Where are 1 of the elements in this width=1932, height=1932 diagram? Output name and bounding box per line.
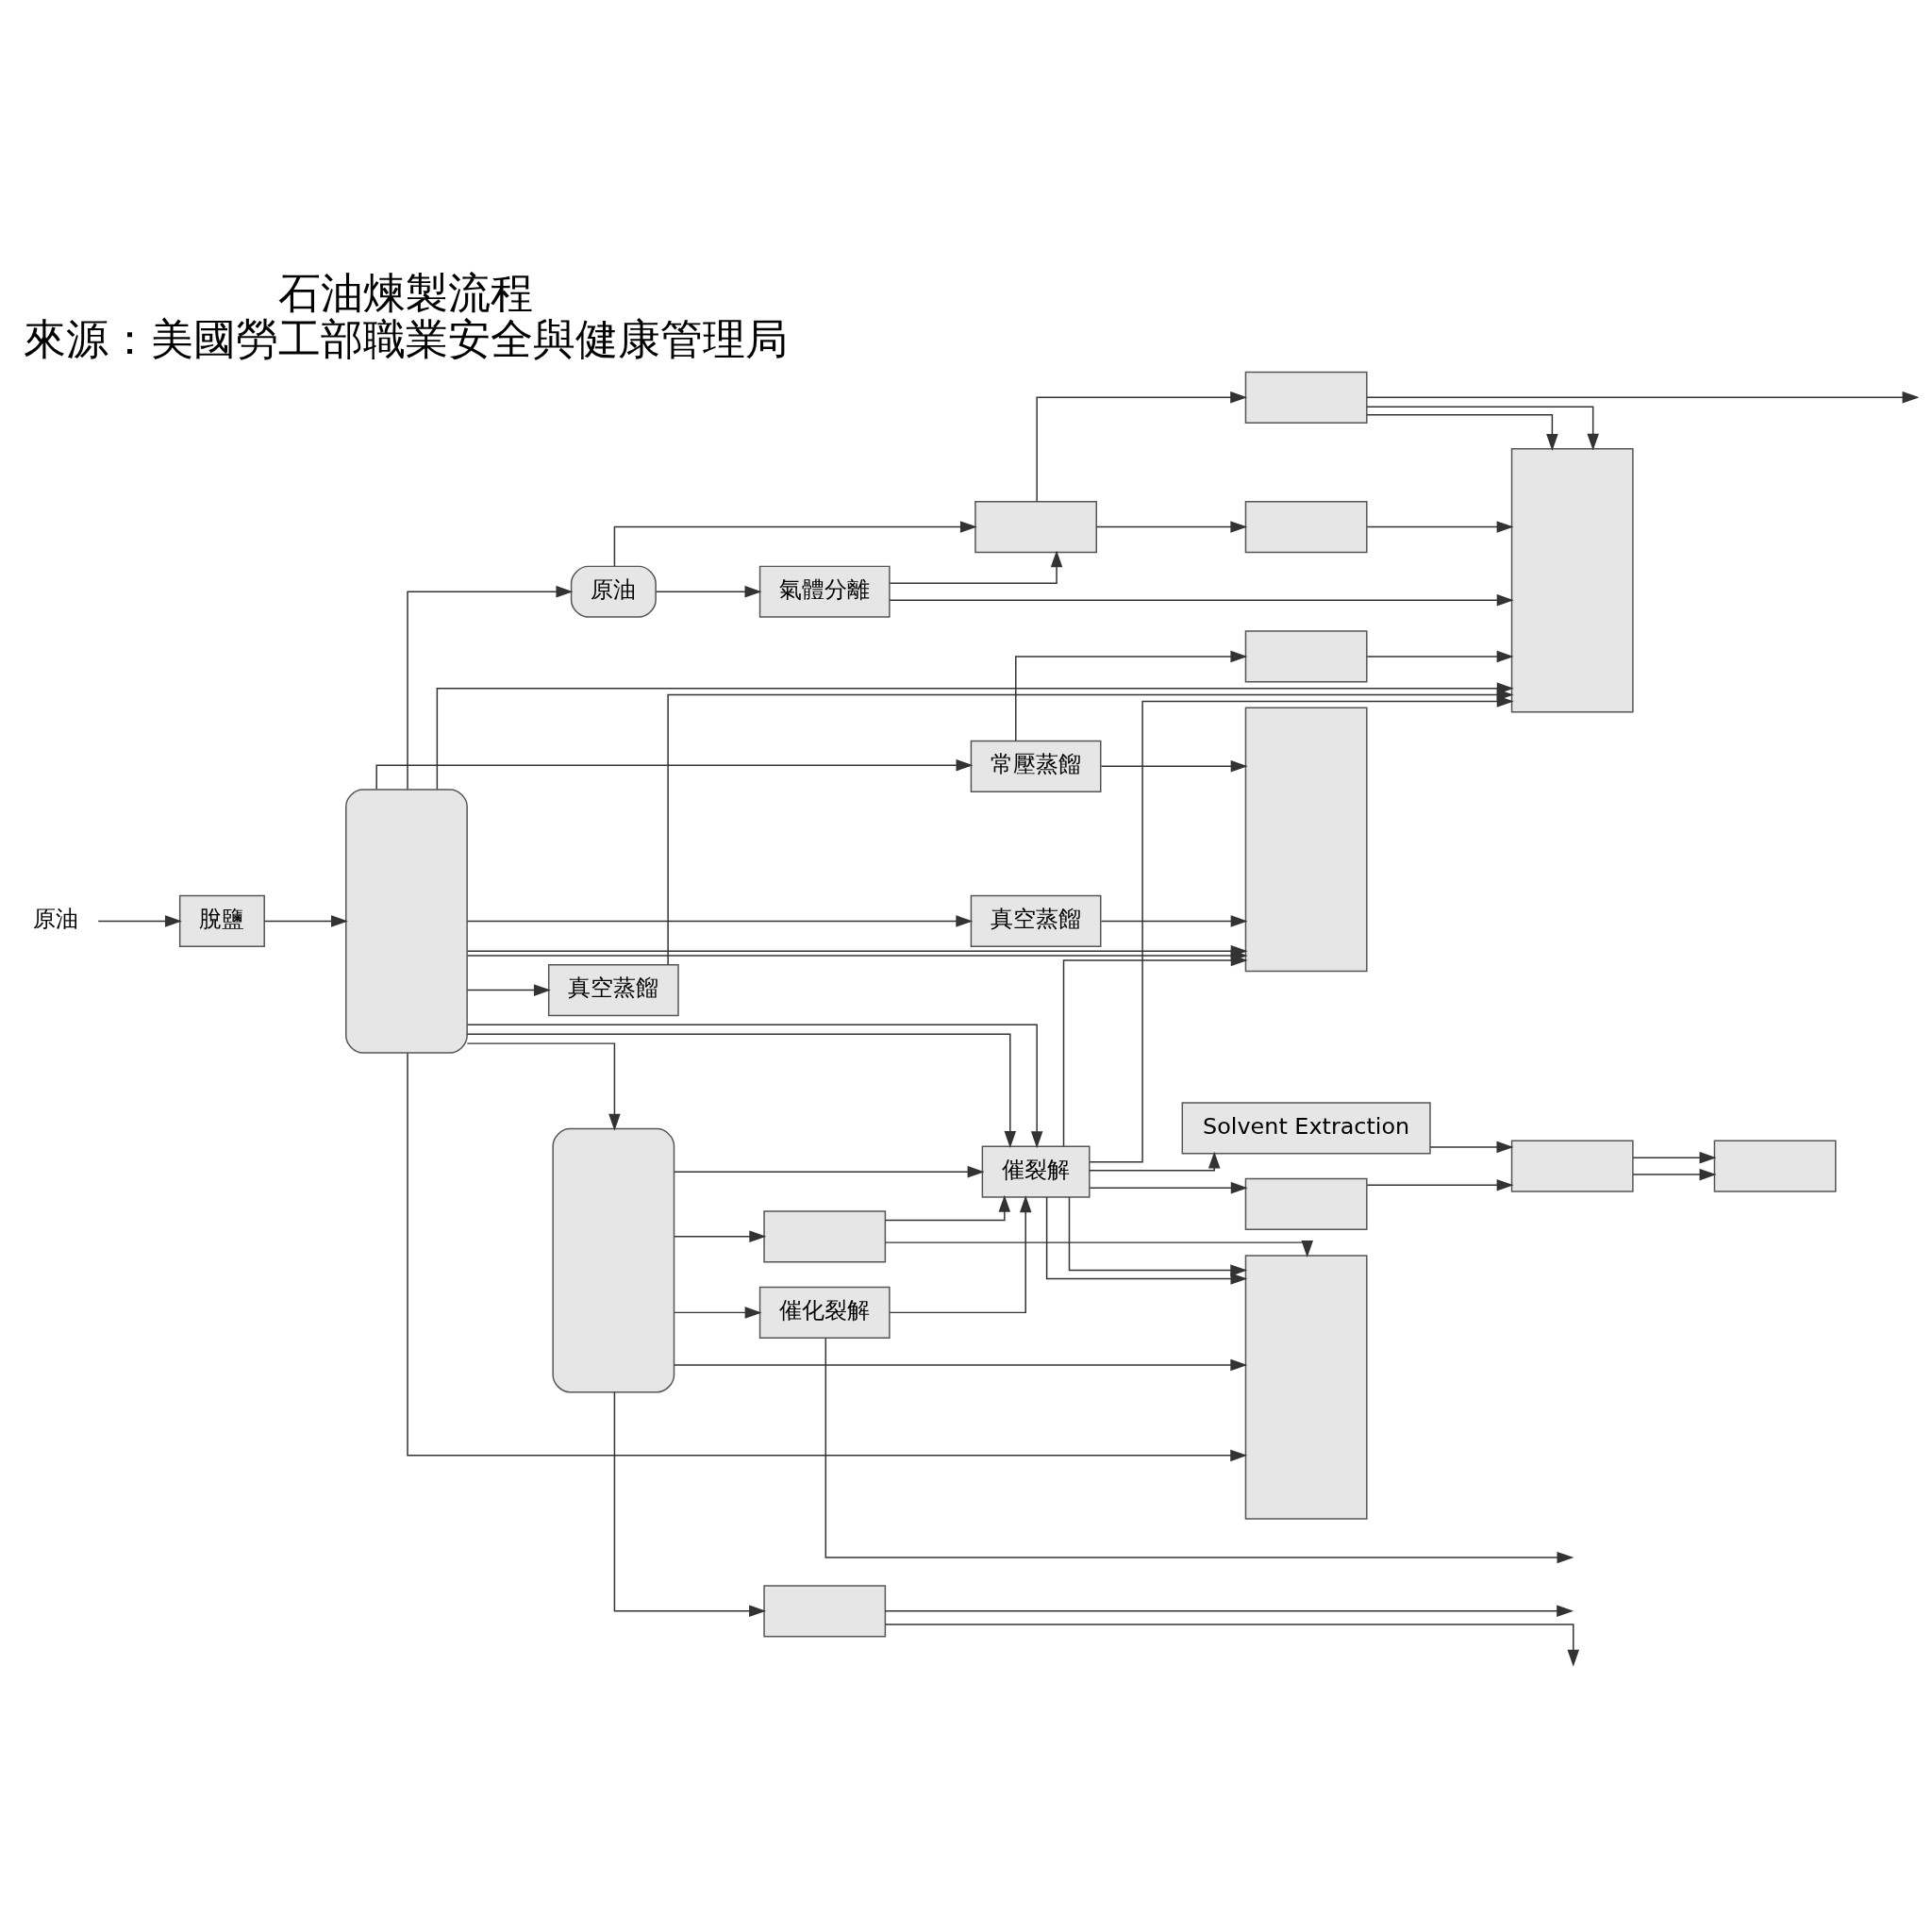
node-text: 原油	[33, 905, 79, 932]
